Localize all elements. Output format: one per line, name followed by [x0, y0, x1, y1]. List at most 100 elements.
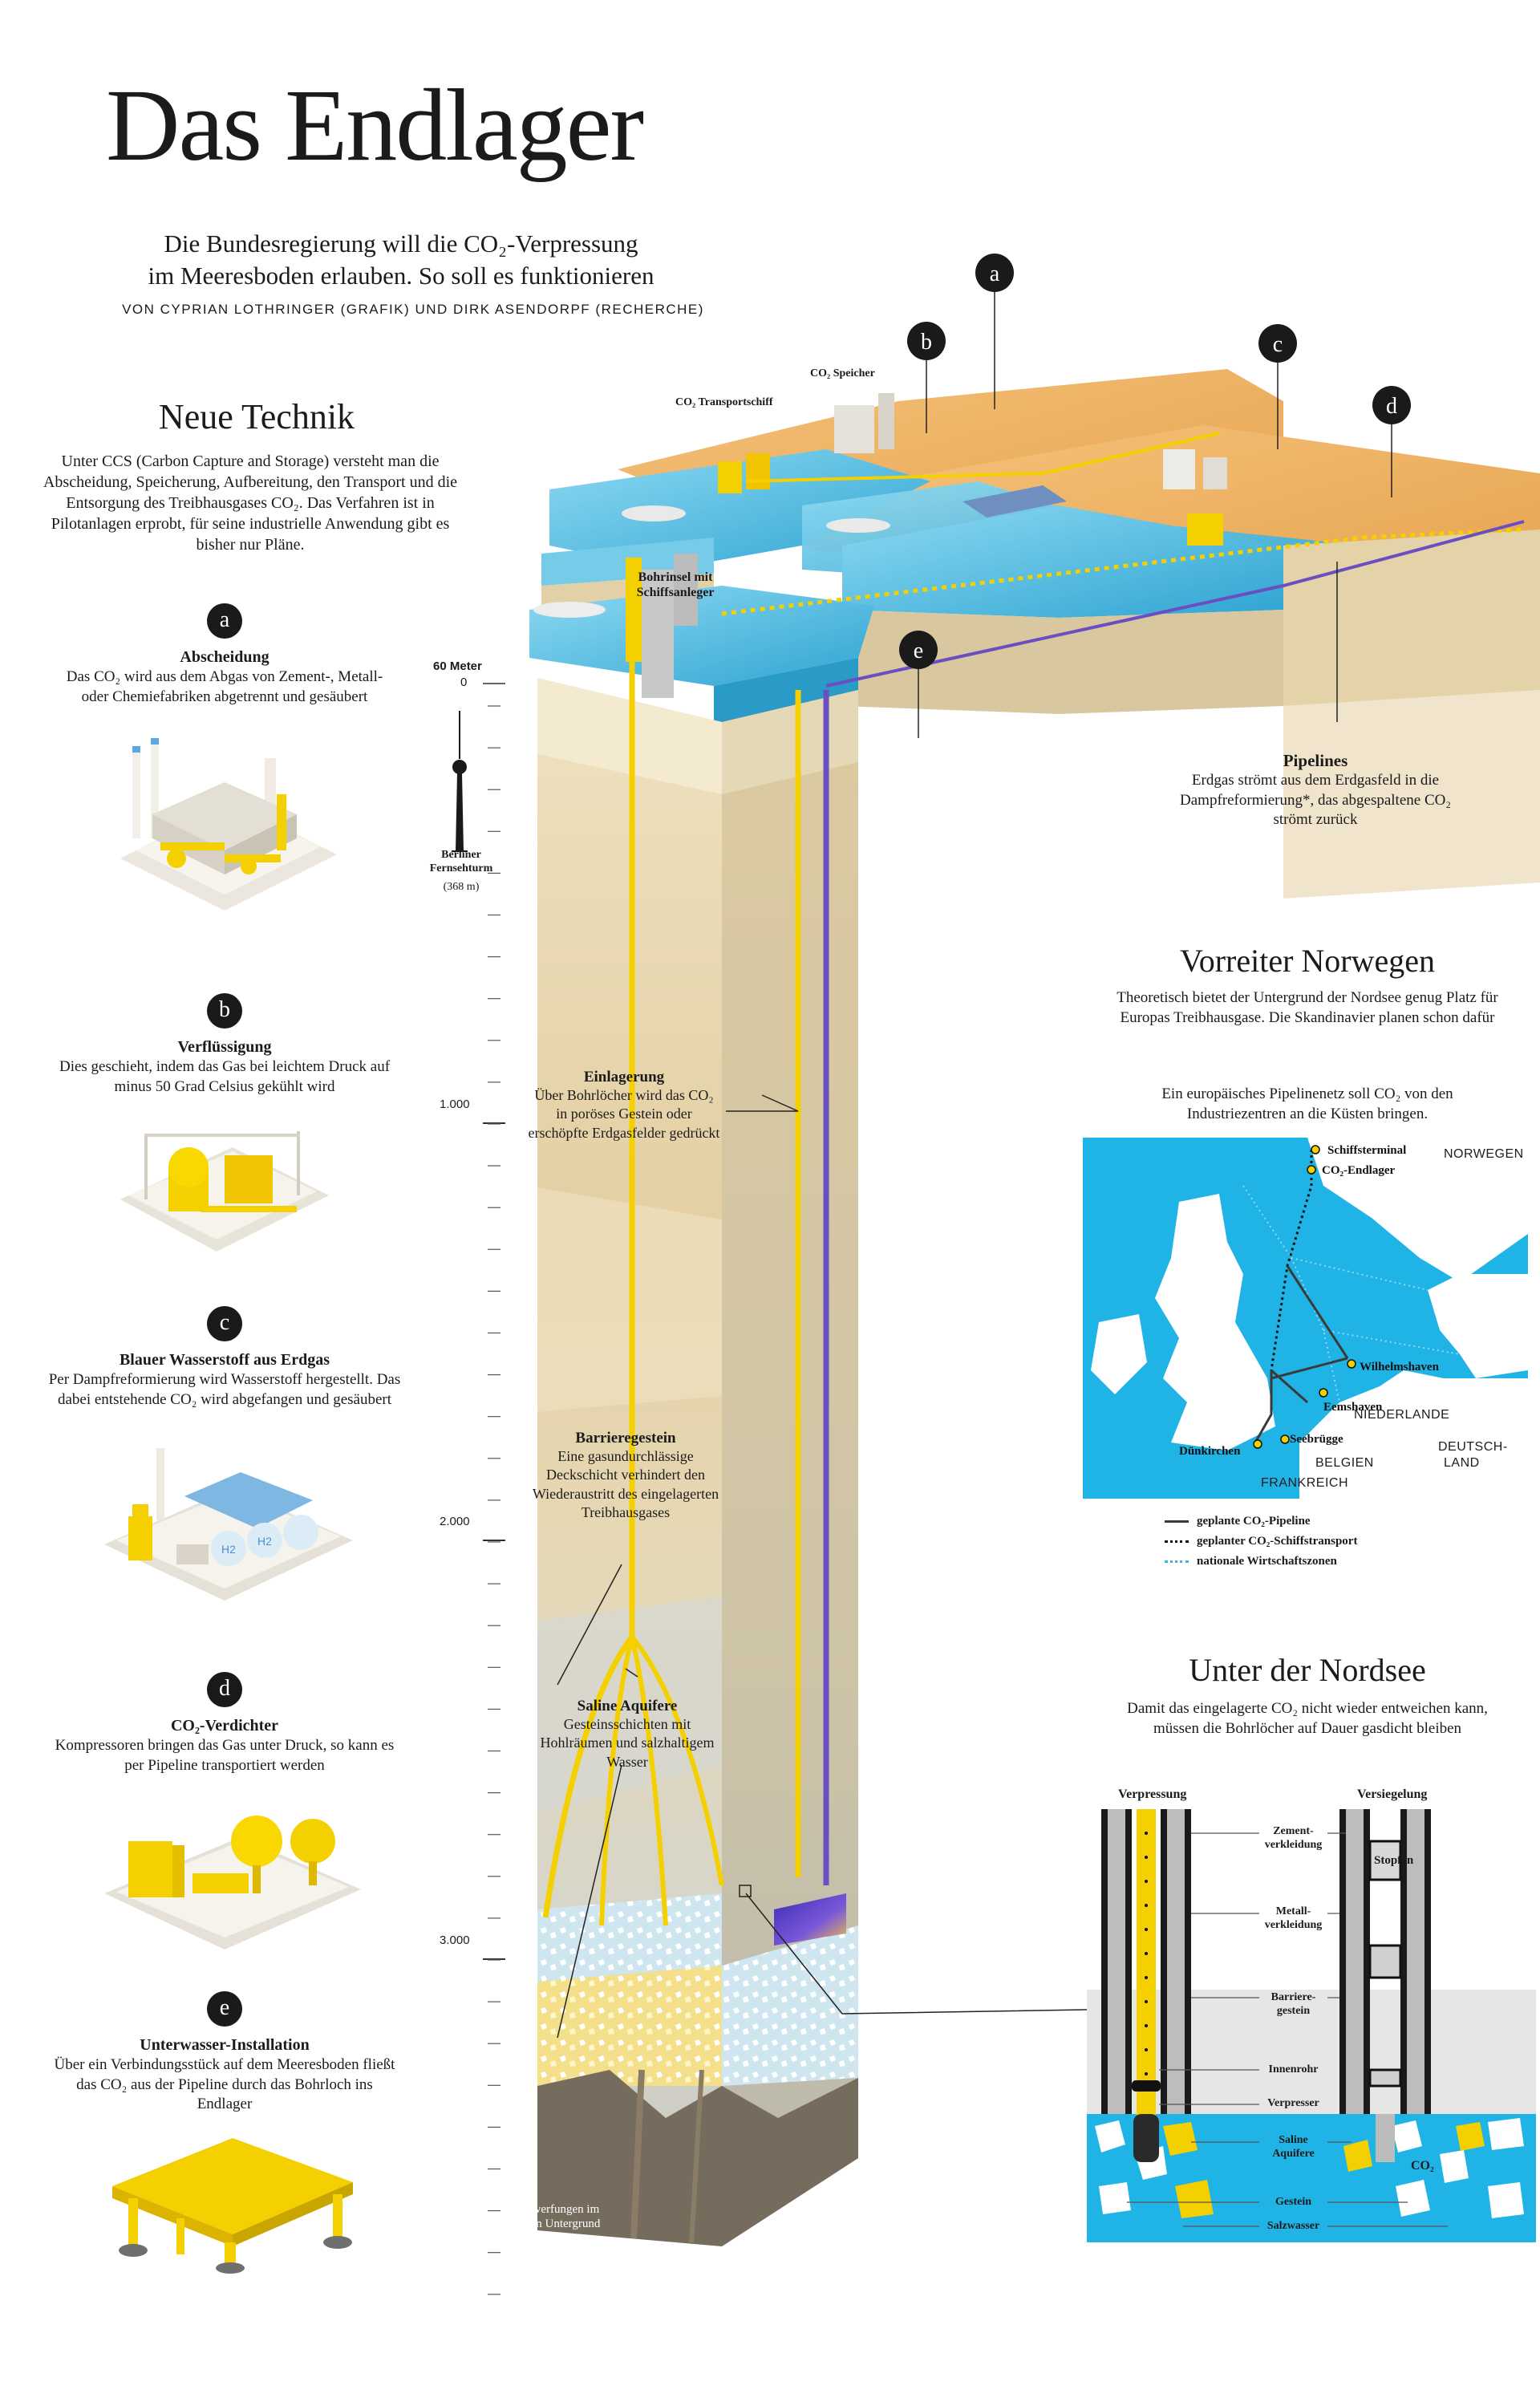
legend-pipeline: geplante CO₂-Pipeline	[1165, 1515, 1357, 1528]
map-legend: geplante CO₂-Pipeline geplanter CO₂-Schi…	[1165, 1515, 1357, 1568]
intro-text: Unter CCS (Carbon Capture and Storage) v…	[43, 452, 458, 554]
depth-3000: 3.000	[440, 1933, 470, 1947]
svg-text:c: c	[1273, 332, 1283, 357]
place-schiffsterminal: Schiffsterminal	[1327, 1144, 1406, 1157]
intro-heading: Neue Technik	[158, 397, 355, 436]
label-stopfen: Stopfen	[1374, 1854, 1414, 1867]
map-label-frankreich: FRANKREICH	[1261, 1476, 1349, 1490]
legend-eez-label: nationale Wirtschaftszonen	[1197, 1555, 1337, 1568]
label-co2: CO₂	[1411, 2159, 1434, 2173]
step-b-title: Verflüssigung	[177, 1038, 272, 1056]
scene-badge-b: b	[907, 322, 946, 360]
map-label-norwegen: NORWEGEN	[1444, 1147, 1524, 1161]
col-versiegelung: Versiegelung	[1357, 1787, 1428, 1801]
legend-pipeline-swatch	[1165, 1520, 1189, 1523]
label-platform: Bohrinsel mit Schiffsanleger	[636, 570, 715, 600]
step-d-title: CO₂-Verdichter	[170, 1717, 279, 1735]
depth-1000: 1.000	[440, 1098, 470, 1111]
label-innenrohr: Innenrohr	[1268, 2063, 1319, 2075]
legend-ship-label: geplanter CO₂-Schiffstransport	[1197, 1535, 1358, 1548]
subtitle-line-2: im Meeresboden erlauben. So soll es funk…	[148, 262, 654, 290]
step-b-badge: b	[207, 993, 242, 1029]
tower-label: Berliner Fernsehturm	[429, 849, 493, 874]
label-gestein: Gestein	[1275, 2196, 1312, 2208]
nordsee-heading: Unter der Nordsee	[1189, 1652, 1426, 1688]
place-seebruegge: Seebrügge	[1290, 1433, 1343, 1446]
nordsee-text: Damit das eingelagerte CO₂ nicht wieder …	[1127, 1700, 1488, 1737]
map-label-nordsee: Nordsee	[1183, 1280, 1227, 1294]
scene-badge-a: a	[975, 254, 1014, 292]
subtitle-line-1: Die Bundesregierung will die CO₂-Verpres…	[164, 229, 638, 258]
label-co2-storage: CO₂ Speicher	[810, 367, 875, 379]
legend-eez-swatch	[1165, 1560, 1189, 1563]
svg-text:H2: H2	[257, 1535, 272, 1548]
place-wilhelmshaven: Wilhelmshaven	[1360, 1361, 1440, 1373]
step-d-badge: d	[207, 1672, 242, 1707]
place-duenkirchen: Dünkirchen	[1179, 1445, 1241, 1458]
depth-zero: 0	[460, 676, 468, 689]
svg-text:H2: H2	[221, 1543, 236, 1556]
map-label-deutschland-1: DEUTSCH-	[1438, 1440, 1508, 1454]
label-verpresser: Verpresser	[1267, 2097, 1319, 2109]
step-c-title: Blauer Wasserstoff aus Erdgas	[119, 1351, 330, 1369]
svg-text:e: e	[914, 639, 923, 663]
legend-ship-swatch	[1165, 1540, 1189, 1543]
einlagerung-text: Über Bohrlöcher wird das CO₂ in poröses …	[528, 1087, 720, 1141]
callout-pipelines: Pipelines Erdgas strömt aus dem Erdgasfe…	[1163, 751, 1468, 830]
scene-badge-d: d	[1372, 386, 1411, 424]
pipelines-title: Pipelines	[1283, 751, 1348, 770]
step-d-text: Kompressoren bringen das Gas unter Druck…	[55, 1737, 395, 1774]
step-a-text: Das CO₂ wird aus dem Abgas von Zement-, …	[66, 668, 383, 705]
step-b-text: Dies geschieht, indem das Gas bei leicht…	[59, 1058, 391, 1095]
scene-badge-c: c	[1258, 324, 1297, 363]
map-label-niederlande: NIEDERLANDE	[1354, 1408, 1450, 1422]
tower-height: (368 m)	[443, 881, 480, 893]
pipelines-text: Erdgas strömt aus dem Erdgasfeld in die …	[1180, 772, 1451, 829]
callout-aquifere: Saline Aquifere Gesteinsschichten mit Ho…	[531, 1698, 723, 1771]
scene-badge-e: e	[899, 631, 938, 669]
svg-text:b: b	[921, 330, 932, 355]
callout-einlagerung: Einlagerung Über Bohrlöcher wird das CO₂…	[528, 1069, 720, 1142]
callout-barriere: Barrieregestein Eine gasundurchlässige D…	[529, 1430, 722, 1523]
page-title: Das Endlager	[106, 68, 644, 182]
co2-storage-scene: a b c d e	[529, 254, 1540, 2246]
step-e-text: Über ein Verbindungsstück auf dem Meeres…	[54, 2056, 395, 2113]
step-a-title: Abscheidung	[180, 648, 270, 666]
step-c-text: Per Dampfreformierung wird Wasserstoff h…	[48, 1371, 401, 1408]
svg-text:d: d	[1386, 394, 1397, 419]
byline: VON CYPRIAN LOTHRINGER (GRAFIK) UND DIRK…	[122, 302, 704, 317]
map-label-deutschland-2: LAND	[1444, 1456, 1480, 1470]
einlagerung-title: Einlagerung	[583, 1069, 665, 1085]
step-e-badge: e	[207, 1991, 242, 2027]
depth-top-label: 60 Meter	[433, 659, 482, 673]
aquifere-title: Saline Aquifere	[577, 1698, 678, 1714]
legend-eez: nationale Wirtschaftszonen	[1165, 1555, 1357, 1568]
label-barrieregestein: Barriere-gestein	[1270, 1991, 1316, 2017]
step-e-title: Unterwasser-Installation	[140, 2036, 310, 2054]
label-salzwasser: Salzwasser	[1266, 2220, 1320, 2232]
label-zementverkleidung: Zement-verkleidung	[1264, 1825, 1323, 1851]
borehole-detail	[1087, 1809, 1536, 2242]
norway-heading: Vorreiter Norwegen	[1179, 943, 1436, 979]
step-c-badge: c	[207, 1306, 242, 1341]
legend-ship: geplanter CO₂-Schiffstransport	[1165, 1535, 1357, 1548]
barriere-title: Barrieregestein	[575, 1430, 676, 1447]
subtitle: Die Bundesregierung will die CO₂-Verpres…	[120, 228, 682, 293]
label-verwerfungen: Verwerfungen im tiefen Untergrund	[514, 2203, 601, 2230]
subsea-installation-icon	[112, 2138, 353, 2274]
aquifere-text: Gesteinsschichten mit Hohlräumen und sal…	[540, 1716, 715, 1770]
step-a-badge: a	[207, 603, 242, 639]
place-eemshaven: Eemshaven	[1323, 1401, 1383, 1414]
norway-text: Theoretisch bietet der Untergrund der No…	[1116, 989, 1498, 1026]
depth-scale	[483, 683, 505, 2295]
norway-text-2: Ein europäisches Pipelinenetz soll CO₂ v…	[1161, 1085, 1453, 1122]
factory-icon	[120, 738, 337, 911]
barriere-text: Eine gasundurchlässige Deckschicht verhi…	[532, 1448, 719, 1521]
svg-text:a: a	[990, 262, 1000, 286]
col-verpressung: Verpressung	[1118, 1787, 1187, 1801]
label-saline-aquifere: Saline Aquifere	[1272, 2134, 1315, 2160]
label-transport-ship: CO₂ Transportschiff	[675, 396, 773, 408]
north-sea-map: Schiffsterminal CO₂-Endlager Wilhelmshav…	[1083, 1138, 1528, 1499]
map-label-belgien: BELGIEN	[1315, 1456, 1374, 1470]
hydrogen-plant-icon: H2 H2	[104, 1448, 353, 1601]
